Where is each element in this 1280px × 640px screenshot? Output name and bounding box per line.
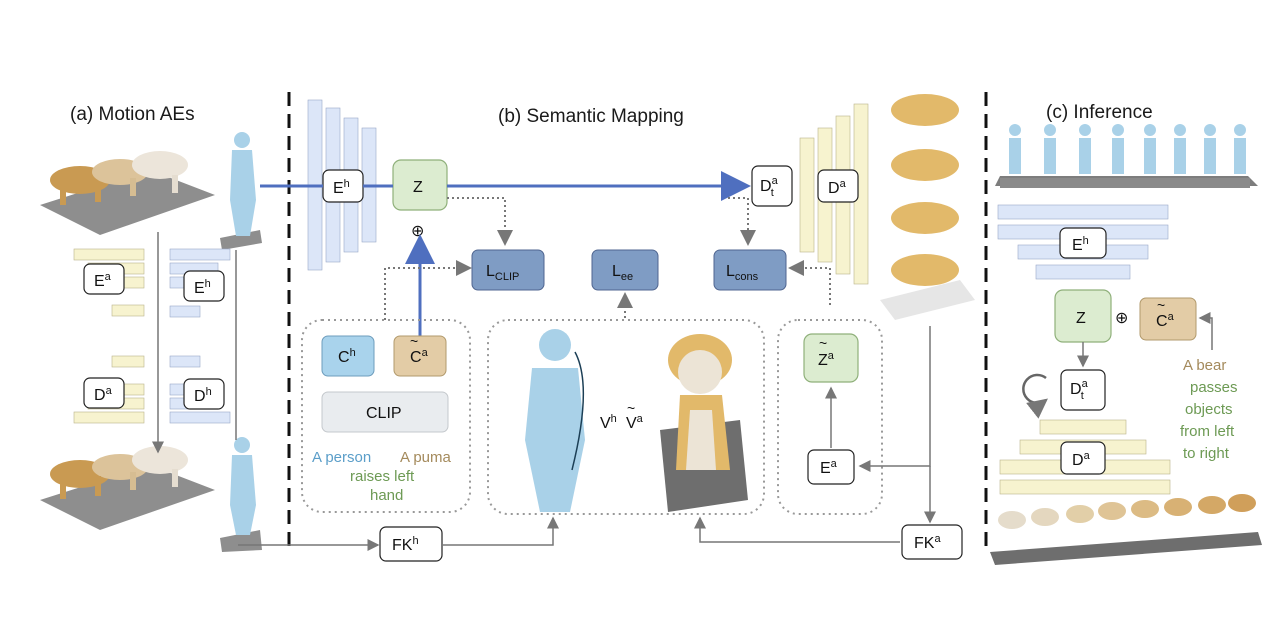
loss-ee-label: Lee xyxy=(612,263,633,283)
panel-c-encoder-human-label: Eh xyxy=(1072,235,1089,254)
loop-arrow-icon xyxy=(1022,373,1048,419)
human-mesh-image xyxy=(525,329,585,512)
vert-animal-tilde: ~ xyxy=(627,400,635,416)
panel-a-encoder-human-label: Eh xyxy=(194,278,211,297)
fk-animal-box xyxy=(901,524,963,560)
vert-animal-label: Va xyxy=(626,413,644,432)
panel-b-latent-label: Z xyxy=(413,179,423,196)
fk-animal-label: FKa xyxy=(914,533,941,552)
panel-b-encoder-animal-label: Ea xyxy=(820,458,838,477)
panel-a-decoder-animal-label: Da xyxy=(94,385,113,404)
ztilde-label: Za xyxy=(818,350,835,369)
panel-a-decoder-human-box xyxy=(183,378,225,410)
ztilde-tilde: ~ xyxy=(819,335,827,351)
panel-b-decoder-animal-label: Da xyxy=(828,178,847,197)
loss-cons-label: Lcons xyxy=(726,263,759,283)
vert-human-label: Vh xyxy=(600,413,617,432)
fk-human-box xyxy=(379,526,443,562)
loss-cons-box xyxy=(713,249,787,291)
human-sequence-image xyxy=(995,124,1258,188)
caption-person: A person xyxy=(312,449,371,466)
prompt-line-3: objects xyxy=(1185,401,1233,418)
text-animal-box xyxy=(393,335,447,377)
panel-b-encoder-human-label: Eh xyxy=(333,178,350,197)
panel-a-encoder-animal-label: Ea xyxy=(94,271,112,290)
section-b-title: (b) Semantic Mapping xyxy=(498,106,684,127)
bear-sequence-image xyxy=(990,494,1262,565)
ztilde-group xyxy=(777,319,883,515)
caption-action-2: hand xyxy=(370,487,403,504)
clip-label: CLIP xyxy=(366,405,402,422)
text-animal-tilde: ~ xyxy=(410,333,418,349)
caption-action-1: raises left xyxy=(350,468,415,485)
panel-a-decoder-human-label: Dh xyxy=(194,386,212,405)
prompt-line-1: A bear xyxy=(1183,357,1226,374)
loss-clip-label: LCLIP xyxy=(486,263,519,283)
panel-c-decoder-animal-box xyxy=(1060,441,1106,475)
panel-b: Eh Z ⊕ LCLIP Lee Lcons Ch Ca ~ xyxy=(238,94,975,562)
panel-b-oplus: ⊕ xyxy=(411,223,424,240)
text-animal-label: Ca xyxy=(410,347,429,366)
animal-motion-bottom-image xyxy=(40,446,215,530)
human-motion-bottom-image xyxy=(220,437,262,552)
puma-motion-frames-image xyxy=(880,94,975,320)
panel-c: Eh Z ⊕ Ca ~ A bear passes objects from l… xyxy=(990,124,1262,565)
caption-puma: A puma xyxy=(400,449,452,466)
fk-human-label: FKh xyxy=(392,535,419,554)
loss-ee-box xyxy=(591,249,659,291)
panel-a-encoder-human-box xyxy=(183,270,225,302)
human-motion-top-image xyxy=(220,132,262,250)
prompt-line-2: passes xyxy=(1190,379,1238,396)
panel-b-decoder-t-box xyxy=(751,165,793,207)
prompt-line-4: from left xyxy=(1180,423,1235,440)
ztilde-box xyxy=(803,333,859,383)
panel-c-encoder-human-box xyxy=(1059,227,1107,259)
panel-c-text-animal-label: Ca xyxy=(1156,311,1175,330)
panel-c-oplus: ⊕ xyxy=(1115,310,1128,327)
loss-clip-box xyxy=(471,249,545,291)
panel-c-decoder-animal-label: Da xyxy=(1072,450,1091,469)
panel-b-encoder-animal-box xyxy=(807,449,855,485)
animal-mesh-image xyxy=(660,334,748,512)
text-human-label: Ch xyxy=(338,347,356,366)
clip-box xyxy=(321,391,449,433)
panel-a-decoder-animal-box xyxy=(83,377,125,409)
panel-c-text-animal-box xyxy=(1139,297,1197,341)
panel-c-decoder-t-box xyxy=(1060,369,1106,411)
mesh-group xyxy=(487,319,765,515)
section-a-title: (a) Motion AEs xyxy=(70,104,195,125)
text-human-box xyxy=(321,335,375,377)
panel-c-latent-label: Z xyxy=(1076,310,1086,327)
prompt-line-5: to right xyxy=(1183,445,1230,462)
panel-b-decoder-animal-box xyxy=(817,169,859,203)
panel-c-text-animal-tilde: ~ xyxy=(1157,297,1165,313)
animal-motion-top-image xyxy=(40,151,215,235)
text-embedding-group xyxy=(301,319,471,513)
panel-a-encoder-animal-box xyxy=(83,263,125,295)
section-c-title: (c) Inference xyxy=(1046,102,1153,123)
panel-a: Ea Eh Da Dh xyxy=(40,132,262,552)
